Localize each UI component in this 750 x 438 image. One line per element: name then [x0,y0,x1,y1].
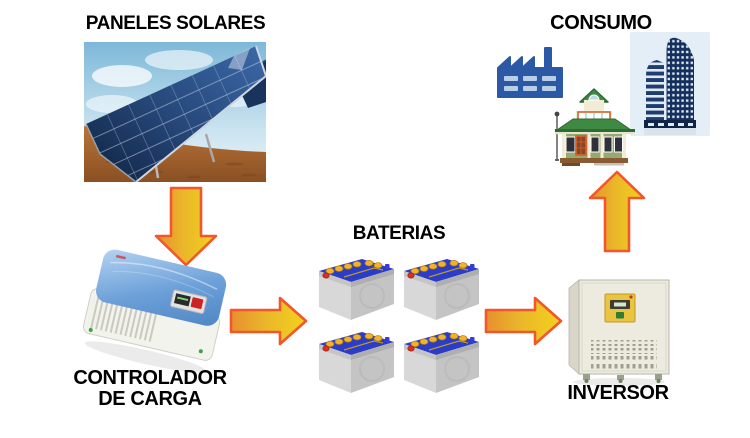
battery-image [314,250,399,322]
baterias-label: BATERIAS [352,223,446,244]
arrow-controller-to-batteries-icon [229,295,310,347]
arrow-batteries-to-inverter-icon [484,295,565,347]
house-icon [549,86,641,168]
battery-image [399,250,484,322]
inverter-cabinet-image [565,262,671,388]
controlador-label-line1: CONTROLADOR [73,367,227,389]
controlador-label: CONTROLADOR DE CARGA [52,368,248,410]
solar-panels-photo-svg [84,42,266,182]
arrow-panels-to-controller-icon [154,186,220,268]
office-building-icon [630,28,710,140]
battery-image [314,323,399,395]
battery-image [399,323,484,395]
solar-panels-photo [84,42,266,182]
inversor-label: INVERSOR [567,382,669,404]
controlador-label-line2: DE CARGA [98,388,202,410]
paneles-solares-label: PANELES SOLARES [85,13,266,34]
factory-icon [496,46,564,99]
arrow-inverter-to-consumo-icon [588,170,647,254]
charge-controller-image [80,249,230,374]
consumo-label: CONSUMO [550,12,652,34]
